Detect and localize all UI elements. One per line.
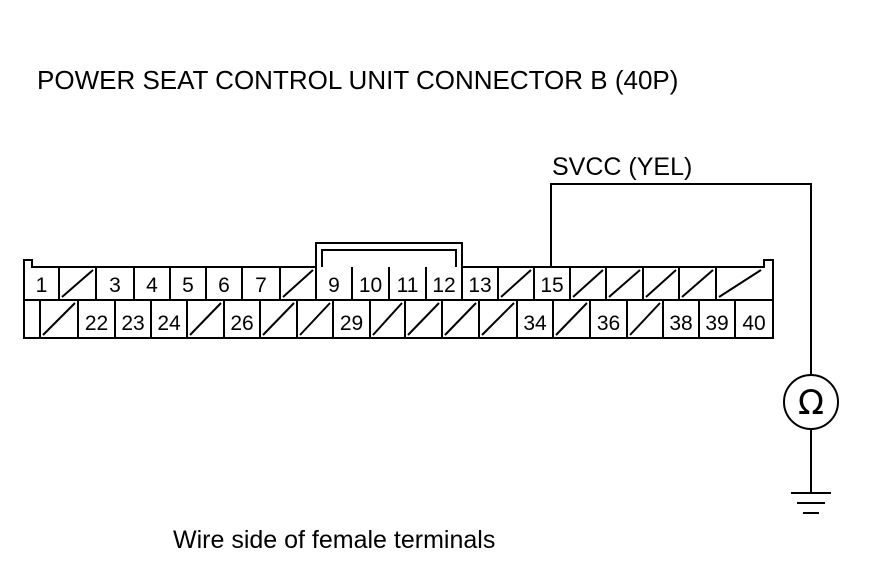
unused-cavity-slash [189,302,222,336]
unused-cavity-slash [681,269,714,298]
terminal-3-label: 3 [109,274,121,297]
terminal-5-label: 5 [182,274,194,297]
terminal-10-label: 10 [359,274,382,297]
test-circuit [550,183,839,514]
unused-cavity-slash [645,269,677,298]
terminal-12-label: 12 [432,274,455,297]
unused-cavity-slash [444,302,477,336]
unused-cavity-slash [282,269,314,298]
unused-cavity-slash [61,269,94,298]
terminal-7-label: 7 [255,274,267,297]
unused-cavity-slash [481,302,515,336]
ohmmeter-symbol: Ω [798,383,824,423]
unused-cavity-slash [299,302,331,336]
unused-cavity-slash [42,302,76,336]
svcc-wire [550,183,812,375]
terminal-13-label: 13 [468,274,491,297]
unused-cavity-slash [718,269,762,298]
terminal-24-label: 24 [157,312,181,335]
terminal-11-label: 11 [397,274,419,297]
terminal-23-label: 23 [121,312,144,335]
terminal-6-label: 6 [218,274,230,297]
unused-cavity-slash [572,269,604,298]
terminal-29-label: 29 [340,312,363,335]
unused-cavity-slash [555,302,588,336]
terminal-22-label: 22 [85,312,108,335]
unused-cavity-slash [407,302,440,336]
terminal-1-label: 1 [36,274,48,297]
unused-cavity-slash [500,269,532,298]
connector-outline [23,242,774,339]
terminal-38-label: 38 [669,312,692,335]
terminal-15-label: 15 [540,274,563,297]
unused-cavity-slash [608,269,641,298]
terminal-39-label: 39 [705,312,728,335]
caption: Wire side of female terminals [173,526,495,554]
terminal-40-label: 40 [742,312,765,335]
diagram-title: POWER SEAT CONTROL UNIT CONNECTOR B (40P… [37,65,678,95]
connector-lock-tab [321,249,457,267]
unused-cavity-slash [372,302,403,336]
terminal-row-bottom: 22 23 24 26 29 34 36 38 39 40 [39,300,766,338]
terminal-4-label: 4 [146,274,158,297]
wire-label: SVCC (YEL) [552,153,692,181]
terminal-9-label: 9 [328,274,340,297]
ground-icon [791,492,831,514]
unused-cavity-slash [262,302,295,336]
unused-cavity-slash [629,302,661,336]
terminal-26-label: 26 [230,312,253,335]
connector-body [23,242,774,339]
terminal-34-label: 34 [523,312,547,335]
terminal-36-label: 36 [597,312,620,335]
